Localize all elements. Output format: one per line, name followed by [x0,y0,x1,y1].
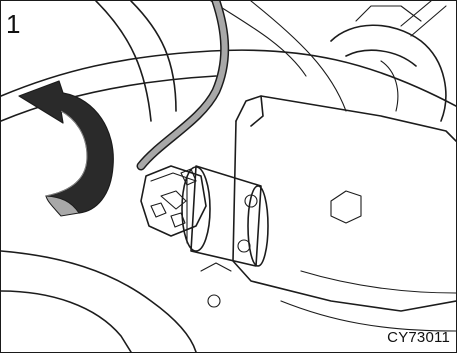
figure-code: CY73011 [387,330,450,346]
rotate-counterclockwise-arrow-icon [19,81,113,216]
adjacent-bulb [331,1,446,121]
step-number: 1 [6,11,20,37]
wiring-harness [141,1,225,166]
bulb-socket [141,166,268,266]
